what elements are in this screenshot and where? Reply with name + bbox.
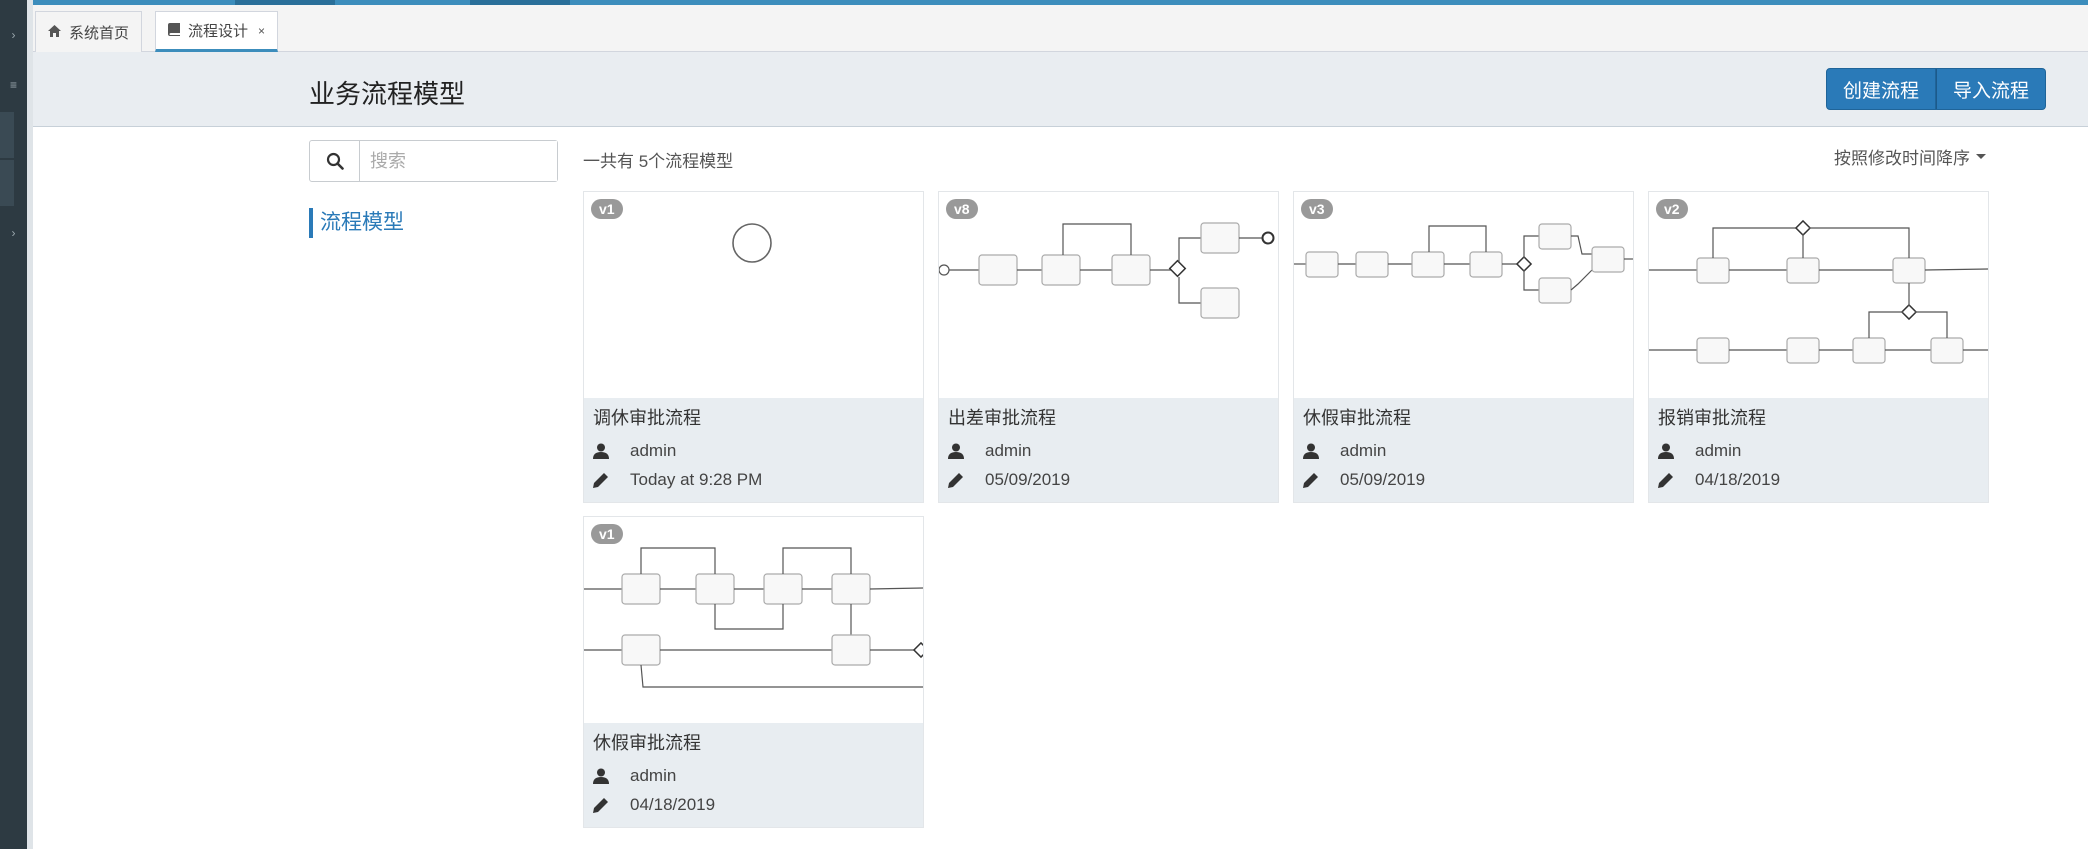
top-strip-segment xyxy=(470,0,570,5)
process-diagram-thumbnail: v1 xyxy=(584,517,923,723)
card-info: 出差审批流程 admin 05/09/2019 xyxy=(939,398,1278,502)
owner-row: admin xyxy=(593,761,914,790)
modified-row: 04/18/2019 xyxy=(593,790,914,819)
rail-active-item[interactable] xyxy=(0,160,14,206)
search-input[interactable] xyxy=(360,141,557,181)
tab-label: 系统首页 xyxy=(69,24,130,42)
tab-label: 流程设计 xyxy=(188,23,249,40)
sort-label: 按照修改时间降序 xyxy=(1834,149,1970,168)
process-card[interactable]: v8 出差审批流程 admin 05/09/2019 xyxy=(938,191,1279,503)
pencil-icon xyxy=(1303,472,1340,488)
user-icon xyxy=(1303,443,1340,459)
version-badge: v1 xyxy=(591,524,623,544)
process-modified-date: Today at 9:28 PM xyxy=(630,469,763,489)
sidenav-item-process-models[interactable]: 流程模型 xyxy=(309,208,404,238)
process-modified-date: 04/18/2019 xyxy=(1695,469,1781,489)
modified-row: 04/18/2019 xyxy=(1658,465,1979,494)
sort-dropdown[interactable]: 按照修改时间降序 xyxy=(1834,144,1986,169)
process-card[interactable]: v2 报销审批流程 admin 04/18/2019 xyxy=(1648,191,1989,503)
rail-arrow-icon[interactable]: › xyxy=(11,28,16,42)
tab-home[interactable]: 系统首页 xyxy=(35,11,143,52)
close-icon[interactable]: × xyxy=(258,23,266,38)
process-card[interactable]: v1 休假审批流程 admin 04/18/2019 xyxy=(583,516,924,828)
version-badge: v3 xyxy=(1301,199,1333,219)
create-process-button[interactable]: 创建流程 xyxy=(1826,68,1937,110)
process-owner: admin xyxy=(630,440,677,460)
book-icon xyxy=(168,22,180,39)
modified-row: 05/09/2019 xyxy=(1303,465,1624,494)
top-color-strip xyxy=(0,0,2088,5)
version-badge: v8 xyxy=(946,199,978,219)
search-icon[interactable] xyxy=(310,141,360,181)
owner-row: admin xyxy=(593,436,914,465)
page-header-band xyxy=(33,52,2088,127)
card-info: 休假审批流程 admin 04/18/2019 xyxy=(584,723,923,827)
process-owner: admin xyxy=(1695,440,1742,460)
process-name: 休假审批流程 xyxy=(593,733,701,753)
process-name: 报销审批流程 xyxy=(1658,408,1766,428)
diagram-svg xyxy=(584,547,923,688)
pencil-icon xyxy=(593,472,630,488)
process-diagram-thumbnail: v8 xyxy=(939,192,1278,398)
owner-row: admin xyxy=(948,436,1269,465)
rail-active-item[interactable] xyxy=(0,112,14,158)
user-icon xyxy=(1658,443,1695,459)
diagram-svg xyxy=(1294,223,1633,304)
pencil-icon xyxy=(593,797,630,813)
owner-row: admin xyxy=(1658,436,1979,465)
process-owner: admin xyxy=(630,765,677,785)
diagram-svg xyxy=(732,223,772,263)
search-box xyxy=(309,140,558,182)
user-icon xyxy=(948,443,985,459)
diagram-svg xyxy=(1649,219,1988,364)
modified-row: 05/09/2019 xyxy=(948,465,1269,494)
process-diagram-thumbnail: v2 xyxy=(1649,192,1988,398)
tab-process-design[interactable]: 流程设计 × xyxy=(155,11,279,52)
process-modified-date: 05/09/2019 xyxy=(1340,469,1426,489)
version-badge: v1 xyxy=(591,199,623,219)
modified-row: Today at 9:28 PM xyxy=(593,465,914,494)
process-modified-date: 05/09/2019 xyxy=(985,469,1071,489)
user-icon xyxy=(593,443,630,459)
process-name: 出差审批流程 xyxy=(948,408,1056,428)
process-name: 休假审批流程 xyxy=(1303,408,1411,428)
pencil-icon xyxy=(1658,472,1695,488)
card-info: 调休审批流程 admin Today at 9:28 PM xyxy=(584,398,923,502)
header-button-group: 创建流程 导入流程 xyxy=(1826,68,2047,110)
process-name: 调休审批流程 xyxy=(593,408,701,428)
model-count-text: 一共有 5个流程模型 xyxy=(583,152,734,171)
owner-row: admin xyxy=(1303,436,1624,465)
process-diagram-thumbnail: v3 xyxy=(1294,192,1633,398)
caret-down-icon xyxy=(1976,154,1986,159)
pencil-icon xyxy=(948,472,985,488)
rail-arrow-icon[interactable]: › xyxy=(11,226,16,240)
process-card[interactable]: v1 调休审批流程 admin Today at 9:28 PM xyxy=(583,191,924,503)
left-sidebar-rail: › ≡ › xyxy=(0,0,27,849)
process-modified-date: 04/18/2019 xyxy=(630,794,716,814)
card-info: 报销审批流程 admin 04/18/2019 xyxy=(1649,398,1988,502)
diagram-svg xyxy=(939,222,1275,319)
process-card[interactable]: v3 休假审批流程 admin 05/09/2019 xyxy=(1293,191,1634,503)
card-info: 休假审批流程 admin 05/09/2019 xyxy=(1294,398,1633,502)
tab-bar: 系统首页 流程设计 × xyxy=(33,5,2088,52)
process-owner: admin xyxy=(1340,440,1387,460)
rail-menu-icon[interactable]: ≡ xyxy=(9,78,17,92)
home-icon xyxy=(48,24,61,40)
import-process-button[interactable]: 导入流程 xyxy=(1936,68,2047,110)
page-title: 业务流程模型 xyxy=(309,79,466,109)
top-strip-segment xyxy=(235,0,335,5)
user-icon xyxy=(593,768,630,784)
content-left-edge xyxy=(27,0,33,849)
process-owner: admin xyxy=(985,440,1032,460)
version-badge: v2 xyxy=(1656,199,1688,219)
process-diagram-thumbnail: v1 xyxy=(584,192,923,398)
